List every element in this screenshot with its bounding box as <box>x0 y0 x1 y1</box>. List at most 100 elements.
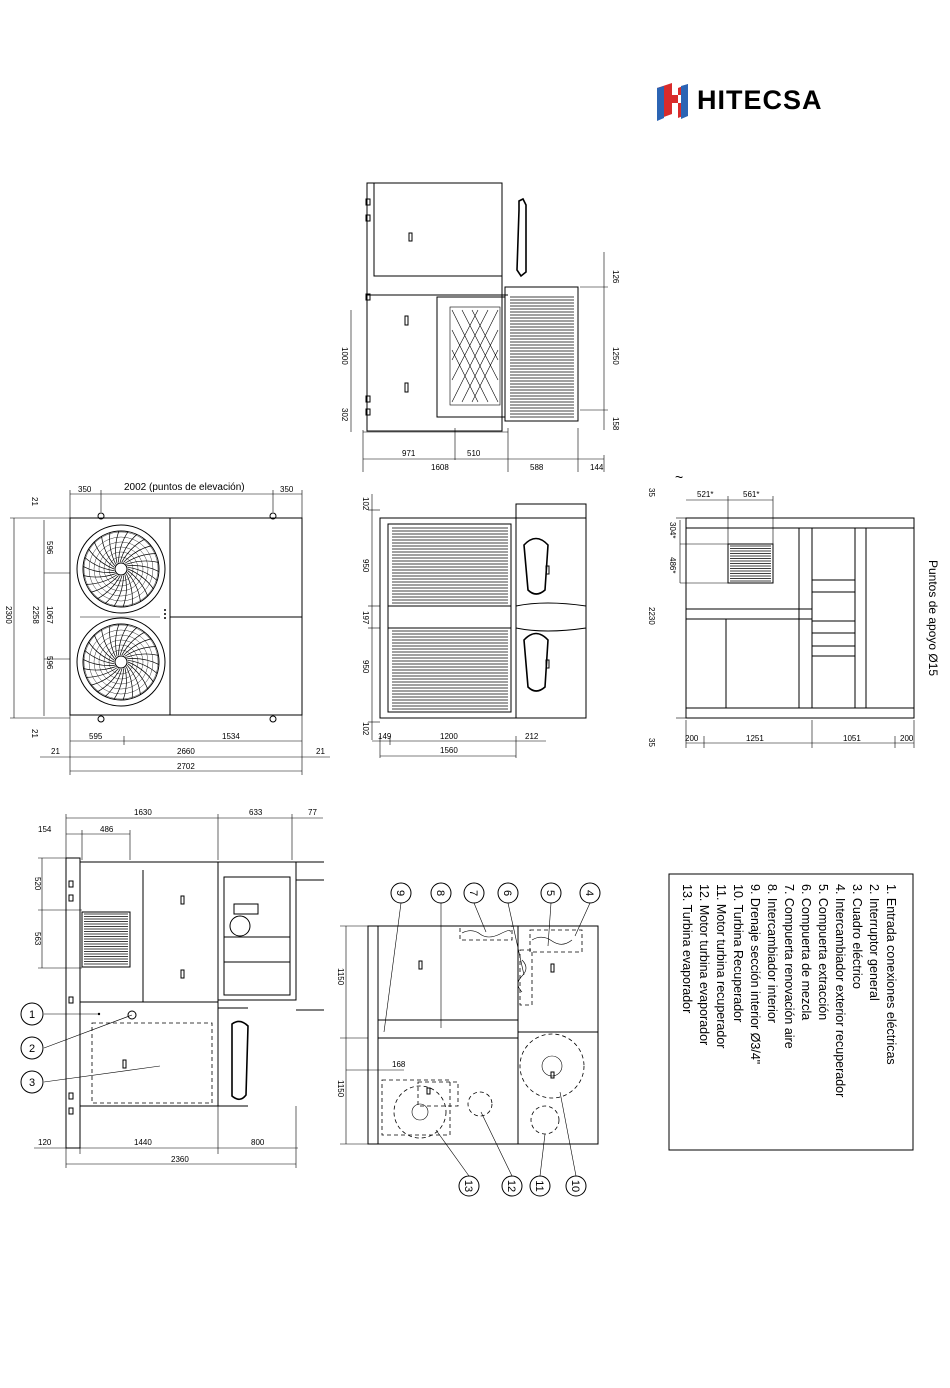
brand-mark-icon <box>657 83 688 121</box>
bm-dim-1150-top: 1150 <box>336 968 345 986</box>
support-dim-35-top: 35 <box>647 488 656 497</box>
callout-number: 2 <box>29 1043 35 1055</box>
side-view <box>368 494 587 758</box>
front-view <box>10 490 330 775</box>
support-dim-200-right: 200 <box>900 734 914 743</box>
callout-leaders <box>43 902 591 1177</box>
top-dim-158: 158 <box>611 417 620 431</box>
legend-item-10: 10. Turbina Recuperador <box>731 884 745 1022</box>
callout-number: 3 <box>29 1077 35 1089</box>
top-dim-510: 510 <box>467 449 481 458</box>
callout-number: 7 <box>467 890 479 896</box>
front-dim-21-right: 21 <box>316 747 325 756</box>
callout-number: 8 <box>434 890 446 896</box>
side-dim-102-top: 102 <box>361 497 370 511</box>
top-dim-971: 971 <box>402 449 416 458</box>
callout-balloon-7: 7 <box>463 882 485 904</box>
front-dim-2660: 2660 <box>177 747 195 756</box>
top-dim-1250: 1250 <box>611 347 620 365</box>
callout-balloon-8: 8 <box>430 882 452 904</box>
callout-balloon-12: 12 <box>501 1175 523 1197</box>
callout-balloon-2: 2 <box>20 1036 44 1060</box>
front-top-note: 2002 (puntos de elevación) <box>124 482 245 493</box>
side-dim-149: 149 <box>378 732 392 741</box>
bl-dim-2360: 2360 <box>171 1155 189 1164</box>
callout-number: 6 <box>501 890 513 896</box>
bl-dim-633: 633 <box>249 808 263 817</box>
front-dim-1067: 1067 <box>45 606 54 624</box>
fan-blades-upper <box>82 530 160 608</box>
front-dim-350-left: 350 <box>78 485 92 494</box>
front-dim-1534: 1534 <box>222 732 240 741</box>
side-dim-212: 212 <box>525 732 539 741</box>
callout-balloon-6: 6 <box>497 882 519 904</box>
support-dim-1251: 1251 <box>746 734 764 743</box>
callout-number: 9 <box>394 890 406 896</box>
support-dim-521: 521* <box>697 490 713 499</box>
brand-name: HITECSA <box>697 85 823 115</box>
legend-item-12: 12. Motor turbina evaporador <box>697 884 711 1045</box>
bl-dim-800: 800 <box>251 1138 265 1147</box>
front-dim-21-top: 21 <box>30 497 39 506</box>
support-view <box>676 496 915 748</box>
legend-item-3: 3. Cuadro eléctrico <box>850 884 864 989</box>
fan-blades-lower <box>82 623 160 701</box>
support-dim-200-left: 200 <box>685 734 699 743</box>
side-dim-950-lower: 950 <box>361 660 370 674</box>
top-dim-302: 302 <box>340 408 349 422</box>
front-dim-21-left: 21 <box>51 747 60 756</box>
callout-balloon-13: 13 <box>458 1175 480 1197</box>
legend-item-5: 5. Compuerta extracción <box>816 884 830 1020</box>
callout-balloon-11: 11 <box>529 1175 551 1197</box>
front-dim-596-top: 596 <box>45 541 54 555</box>
support-note: Puntos de apoyo Ø15 <box>926 560 940 676</box>
top-view <box>350 182 608 472</box>
bottom-left-view <box>34 814 324 1168</box>
top-dim-144: 144 <box>590 463 604 472</box>
top-dim-1608: 1608 <box>431 463 449 472</box>
front-dim-2300: 2300 <box>4 606 13 624</box>
side-dim-197: 197 <box>361 611 370 625</box>
callout-number: 5 <box>544 890 556 896</box>
legend-item-9: 9. Drenaje sección interior Ø3/4" <box>748 884 762 1064</box>
support-tilde: ~ <box>675 469 683 485</box>
callout-balloon-9: 9 <box>390 882 412 904</box>
legend-item-13: 13. Turbina evaporador <box>680 884 694 1013</box>
bl-dim-120: 120 <box>38 1138 52 1147</box>
callout-number: 11 <box>533 1180 545 1191</box>
front-dim-595: 595 <box>89 732 103 741</box>
bl-dim-563: 563 <box>33 932 42 946</box>
bottom-mid-view <box>340 925 599 1145</box>
bl-dim-520: 520 <box>33 877 42 891</box>
front-dim-2258: 2258 <box>31 606 40 624</box>
top-dim-1000: 1000 <box>340 347 349 365</box>
support-dim-1051: 1051 <box>843 734 861 743</box>
callout-number: 4 <box>583 890 595 896</box>
front-dim-2702: 2702 <box>177 762 195 771</box>
side-dim-1560: 1560 <box>440 746 458 755</box>
callout-number: 1 <box>29 1009 35 1021</box>
callout-number: 10 <box>569 1180 581 1192</box>
legend-item-2: 2. Interruptor general <box>867 884 881 1001</box>
support-dim-486: 486* <box>668 557 677 573</box>
legend-item-7: 7. Compuerta renovación aire <box>782 884 796 1049</box>
callout-balloon-1: 1 <box>20 1002 44 1026</box>
front-dim-21-bottom: 21 <box>30 729 39 738</box>
top-dim-588: 588 <box>530 463 544 472</box>
support-dim-2230: 2230 <box>647 607 656 625</box>
support-dim-304: 304* <box>668 522 677 538</box>
support-dim-35-bottom: 35 <box>647 738 656 747</box>
callout-balloon-10: 10 <box>565 1175 587 1197</box>
bl-dim-154: 154 <box>38 825 52 834</box>
legend-item-6: 6. Compuerta de mezcla <box>799 884 813 1020</box>
support-dim-561: 561* <box>743 490 759 499</box>
callout-balloon-3: 3 <box>20 1070 44 1094</box>
brand-logo: HITECSA <box>657 83 823 121</box>
callout-balloon-4: 4 <box>579 882 601 904</box>
bm-dim-1150-bottom: 1150 <box>336 1080 345 1098</box>
bl-dim-77: 77 <box>308 808 317 817</box>
callout-number: 13 <box>462 1180 474 1192</box>
side-dim-950-upper: 950 <box>361 559 370 573</box>
legend-item-8: 8. Intercambiador interior <box>765 884 779 1023</box>
